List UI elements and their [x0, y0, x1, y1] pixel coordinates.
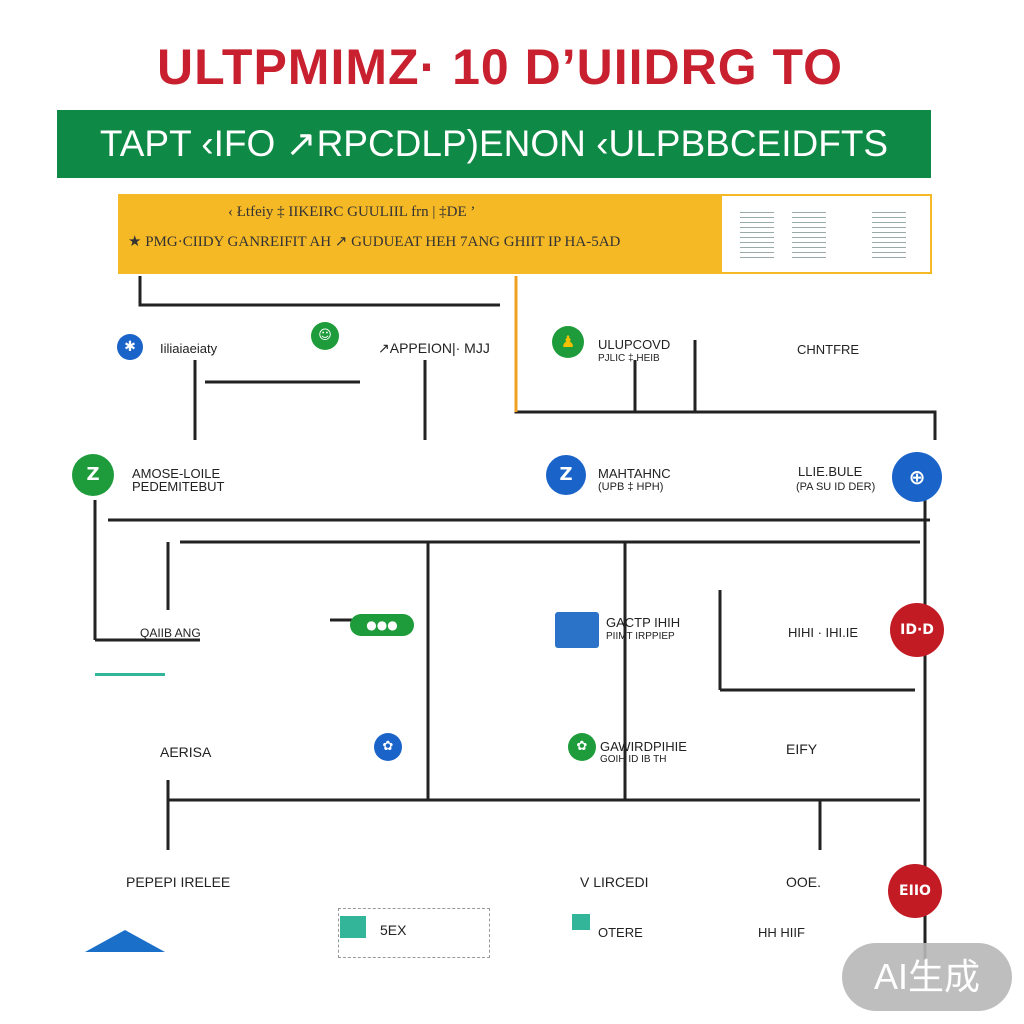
wave-icon — [95, 655, 165, 676]
banner-line-1: ‹ Łtfeiy ‡ IIKEIRC GUULIIL frn | ‡DE ’ — [228, 204, 476, 220]
milestone-badge: EIIO — [888, 864, 942, 918]
node-label: ↗APPEION|· MJJ — [378, 340, 490, 356]
node-sublabel: (PA SU ID DER) — [796, 481, 876, 493]
node-label: ULUPCOVD — [598, 337, 671, 352]
node-label: 5EX — [380, 922, 407, 938]
node-label: EIFY — [786, 741, 818, 757]
node-sublabel: PJLIC ‡ HEIB — [598, 353, 660, 364]
subtitle-band: TAPT ‹IFO ↗RPCDLP)ENON ‹ULPBBCEIDFTS — [57, 110, 931, 178]
ai-generated-watermark: AI生成 — [842, 943, 1012, 1011]
node-label: QAIIB ANG — [140, 626, 201, 640]
node-label: AMOSE-LOILE — [132, 466, 221, 481]
node-label: PEPEPI IRELEE — [126, 874, 231, 890]
globe-icon: ⊕ — [892, 452, 942, 502]
node-label: OTERE — [598, 925, 643, 940]
milestone-badge: ID·D — [890, 603, 944, 657]
document-thumbnails — [722, 196, 930, 272]
step-badge: Z — [546, 455, 586, 495]
node-sublabel: PIIMT IRPPIEP — [606, 631, 675, 642]
node-label: HIHI · IHI.IE — [788, 625, 859, 640]
node-sublabel: GOIH ID IB TH — [600, 754, 667, 765]
summary-banner: ‹ Łtfeiy ‡ IIKEIRC GUULIIL frn | ‡DE ’ ★… — [118, 194, 932, 274]
triangle-icon — [85, 930, 165, 952]
node-sublabel: (UPB ‡ HPH) — [598, 481, 664, 493]
settings-icon: ✿ — [568, 733, 596, 761]
step-badge: Z — [72, 454, 114, 496]
node-label: V LIRCEDI — [580, 874, 649, 890]
chart-icon — [340, 916, 366, 938]
laptop-icon — [555, 612, 599, 648]
diagram-title: ULTPMIMZ· 10 D’UIIDRG TO — [156, 39, 844, 95]
node-label: LLIE.BULE — [798, 464, 863, 479]
node-label: AERISA — [160, 744, 212, 760]
node-label: HH HIIF — [758, 925, 805, 940]
note-box — [338, 908, 490, 958]
settings-icon: ✿ — [374, 733, 402, 761]
gear-icon: ✱ — [117, 334, 143, 360]
node-label: CHNTFRE — [797, 342, 860, 357]
node-label: MAHTAHNC — [598, 466, 671, 481]
node-sublabel: PEDEMITEBUT — [132, 479, 225, 494]
document-page-icon — [792, 208, 826, 260]
people-icon: ☺ — [311, 322, 339, 350]
banner-line-2: ★ PMG·CIIDY GANREIFIT AH ↗ GUDUEAT HEH 7… — [128, 234, 621, 250]
group-icon: ●●● — [350, 614, 414, 636]
node-label: GAWIRDPIHIE — [600, 739, 687, 754]
bar-icon — [572, 914, 590, 930]
node-label: OOE. — [786, 874, 822, 890]
node-label: GACTP IHIH — [606, 615, 681, 630]
person-icon: ♟ — [552, 326, 584, 358]
document-page-icon — [740, 208, 774, 260]
document-page-icon — [872, 208, 906, 260]
node-label: Iiliaiaeiaty — [160, 341, 218, 356]
